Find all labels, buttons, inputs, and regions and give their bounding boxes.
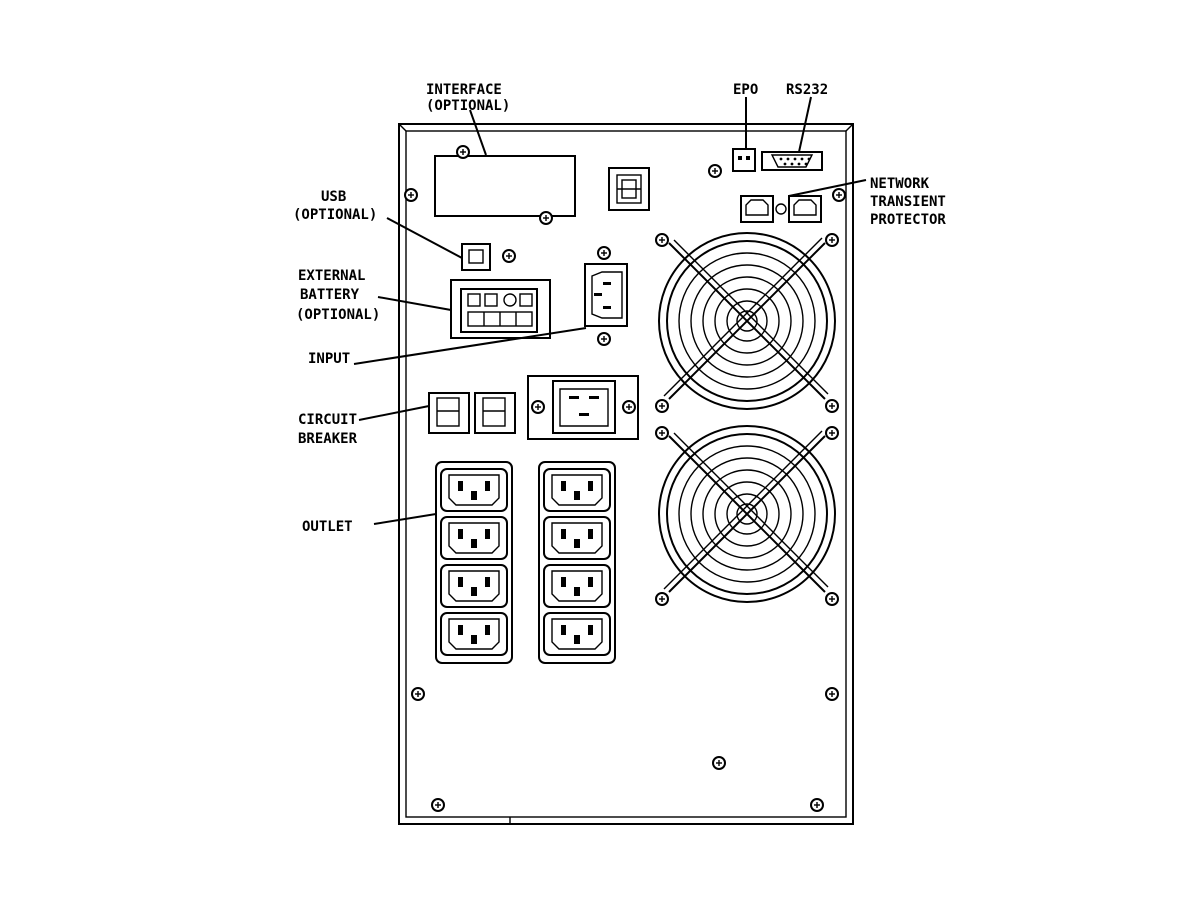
label-usb-line1: USB [321,189,346,205]
external-battery-connector [450,279,551,339]
fan-screw [655,233,669,247]
screw [712,756,726,770]
outlet-socket [543,516,611,560]
label-network-line2: TRANSIENT [870,194,946,210]
outlet-group-left [435,461,513,664]
fans [655,232,839,606]
screw [502,249,516,263]
label-usb-line2: (OPTIONAL) [293,207,377,223]
cooling-fan [655,425,839,606]
screw [411,687,425,701]
fan-screw [655,399,669,413]
epo-connector [732,148,756,172]
label-interface-line1: INTERFACE [426,82,502,98]
cooling-fan [655,232,839,413]
fan-screw [825,592,839,606]
interface-slot [434,155,576,217]
outlet-socket [543,612,611,656]
outlet-socket [440,516,508,560]
label-interface-line2: (OPTIONAL) [426,98,510,114]
label-external-battery-line1: EXTERNAL [298,268,365,284]
screw [539,211,553,225]
fan-screw [825,233,839,247]
screws [404,145,846,812]
top-switch [608,167,650,211]
screw [431,798,445,812]
outlets [440,468,611,656]
input-socket [584,263,628,327]
screw [708,164,722,178]
circuit-breakers [428,392,516,434]
outlet-group-right [538,461,616,664]
network-jacks [740,195,822,223]
label-network-line1: NETWORK [870,176,930,192]
large-output-socket [527,375,639,440]
fan-screw [825,399,839,413]
label-network-line3: PROTECTOR [870,212,946,228]
label-external-battery-line2: BATTERY [300,287,360,303]
outlet-socket [440,468,508,512]
screw [810,798,824,812]
label-circuit-breaker-line1: CIRCUIT [298,412,357,428]
labels: INTERFACE (OPTIONAL) EPO RS232 NETWORK T… [293,82,946,535]
leader-lines [353,96,867,525]
label-external-battery-line3: (OPTIONAL) [296,307,380,323]
screw [597,246,611,260]
screw [456,145,470,159]
screw [825,687,839,701]
outlet-socket [543,564,611,608]
label-circuit-breaker-line2: BREAKER [298,431,358,447]
label-epo: EPO [733,82,758,98]
screw [832,188,846,202]
screw [622,400,636,414]
screw [597,332,611,346]
outlet-socket [440,564,508,608]
outlet-socket [440,612,508,656]
fan-screw [825,426,839,440]
label-rs232: RS232 [786,82,828,98]
fan-screw [655,592,669,606]
outlet-socket [543,468,611,512]
screw [531,400,545,414]
label-outlet: OUTLET [302,519,353,535]
screw [404,188,418,202]
fan-screw [655,426,669,440]
usb-port [461,243,491,271]
ups-chassis [398,123,854,825]
label-input: INPUT [308,351,350,367]
rs232-connector [761,151,823,171]
